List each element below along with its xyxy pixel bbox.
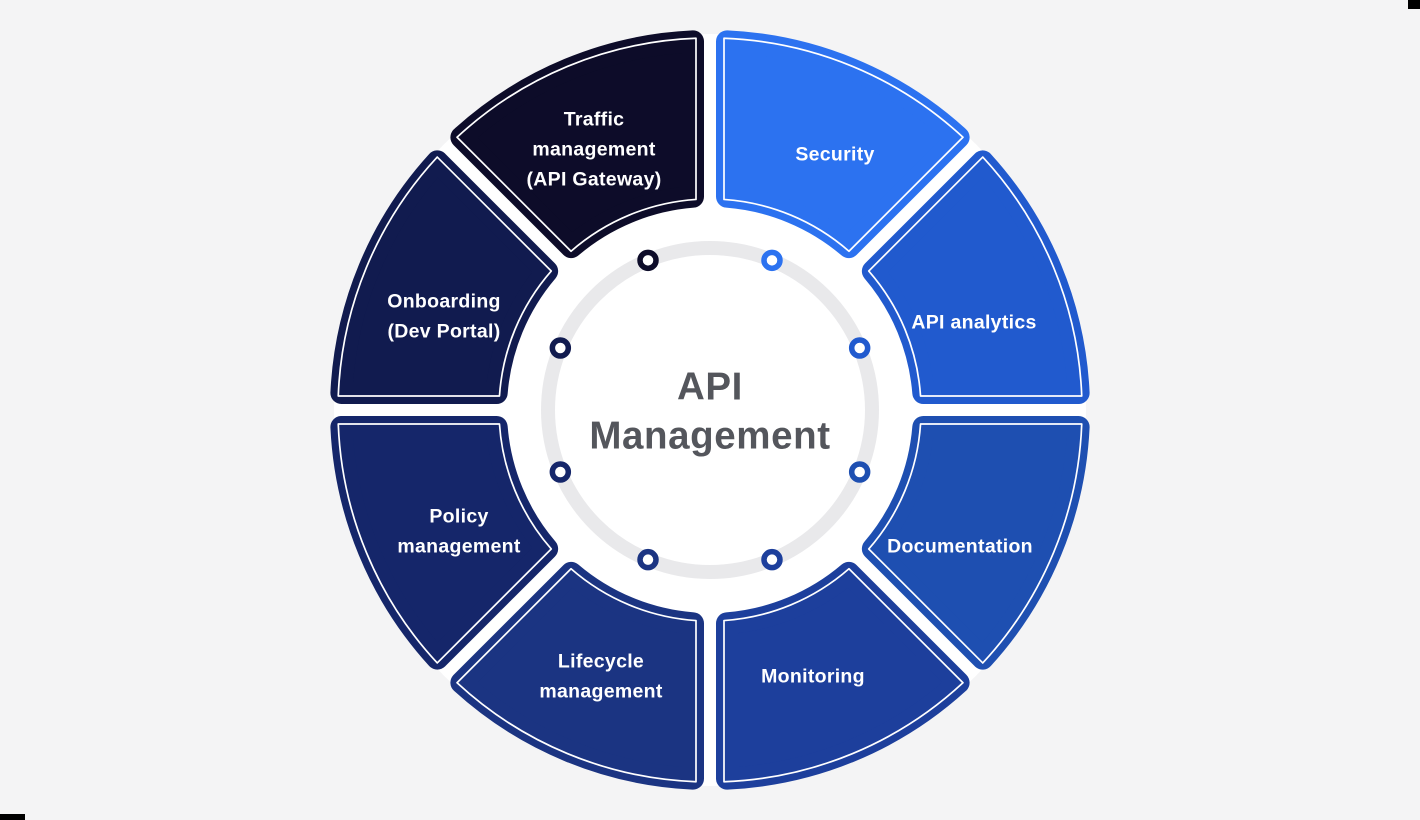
ring-dot-security: [761, 249, 783, 272]
segment-label-security: Security: [795, 144, 874, 166]
segments-layer: [330, 30, 1090, 790]
segment-outline-security: [723, 37, 964, 253]
segment-label-monitoring: Monitoring: [761, 666, 865, 688]
ring-dot-traffic-management: [637, 249, 659, 272]
center-ring: [541, 241, 879, 579]
segment-outline-lifecycle-management: [456, 567, 697, 783]
segment-outline-onboarding-dev-portal: [337, 156, 553, 397]
segment-outline-documentation: [867, 423, 1083, 664]
ring-dot-documentation: [848, 461, 871, 483]
segment-outline-policy-management: [337, 423, 553, 664]
segment-monitoring: [716, 561, 970, 790]
segment-security: [716, 30, 970, 259]
ring-dot-monitoring: [761, 548, 783, 571]
center-title-line1: API: [677, 366, 743, 409]
segment-outlines-layer: [337, 37, 1083, 783]
center-title-line2: Management: [589, 415, 830, 458]
ring-dot-api-analytics: [848, 337, 871, 359]
segment-traffic-management: [450, 30, 704, 259]
ring-dot-lifecycle-management: [637, 548, 659, 571]
corner-mark-top-right: [1408, 0, 1420, 9]
segment-outline-monitoring: [723, 567, 964, 783]
segment-label-onboarding-dev-portal: Onboarding(Dev Portal): [387, 291, 501, 343]
segment-api-analytics: [861, 150, 1090, 404]
segment-documentation: [861, 416, 1090, 670]
segment-label-api-analytics: API analytics: [911, 312, 1036, 334]
ring-dot-policy-management: [549, 461, 572, 483]
ring-dots-layer: [549, 249, 871, 571]
segment-lifecycle-management: [450, 561, 704, 790]
corner-mark-bottom-left: [0, 814, 25, 820]
segment-outline-api-analytics: [867, 156, 1083, 397]
segment-outline-traffic-management: [456, 37, 697, 253]
segment-label-documentation: Documentation: [887, 536, 1033, 558]
segment-onboarding-dev-portal: [330, 150, 559, 404]
segment-policy-management: [330, 416, 559, 670]
ring-dot-onboarding-dev-portal: [549, 337, 572, 359]
wheel-backing-disc: [334, 34, 1086, 786]
